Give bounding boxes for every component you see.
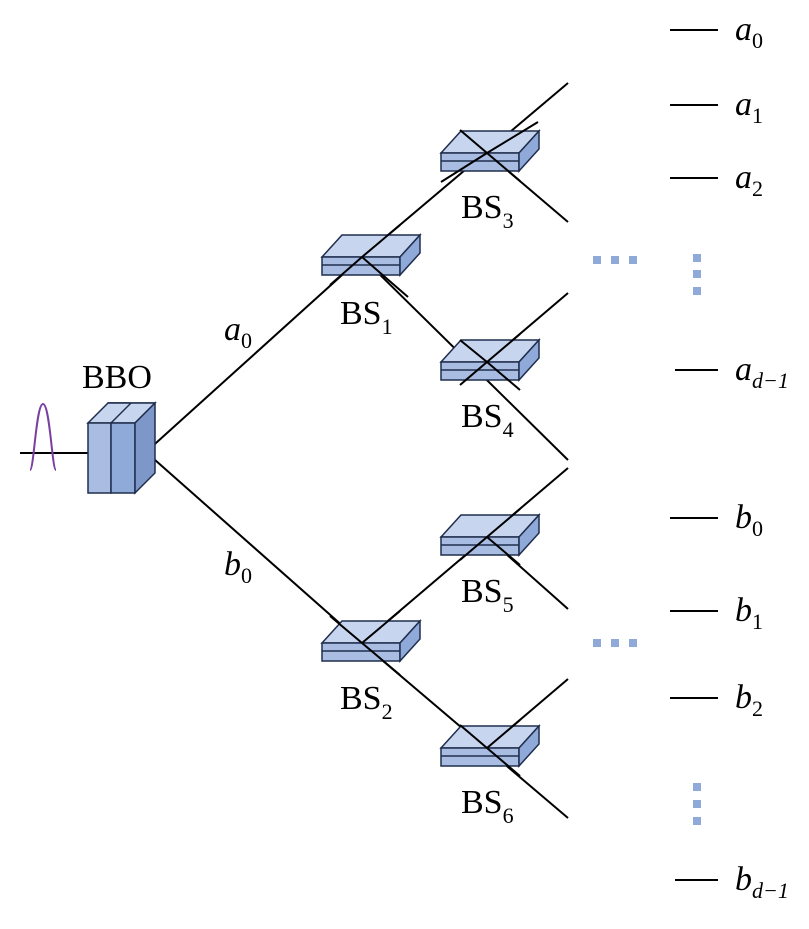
- beam-overlay-bs1-c: [361, 224, 401, 258]
- beam-overlay-bs2-b: [361, 610, 401, 644]
- bbo-crystal: [86, 401, 157, 495]
- output-label-b2: b2: [735, 679, 763, 721]
- pump-pulse-icon: [29, 402, 57, 471]
- beam-overlay-bs6-c: [486, 747, 521, 777]
- beam-overlay-bs4-b: [459, 339, 488, 363]
- beam-overlay-bs4-a: [459, 361, 488, 386]
- beam-overlay-bs5-c: [486, 536, 521, 566]
- beam-overlay-bs4-c: [486, 361, 521, 391]
- beam-overlay-bs1-a: [329, 256, 363, 286]
- output-label-ad1: ad−1: [735, 351, 789, 393]
- beam-overlay-bs2-c: [361, 642, 401, 676]
- output-label-a1: a1: [735, 86, 763, 128]
- vertical-ellipsis-lower: [693, 783, 701, 825]
- output-label-a2: a2: [735, 159, 763, 201]
- output-label-bd1: bd−1: [735, 861, 789, 903]
- beam-splitter-5: [439, 513, 541, 557]
- bs-label-4: BS4: [461, 398, 514, 442]
- bs-label-1: BS1: [340, 295, 393, 339]
- beam-overlay-bs3-in: [440, 152, 488, 183]
- beam-overlay-bs6-b: [486, 719, 521, 749]
- bs-label-2: BS2: [340, 680, 393, 724]
- beam-overlay-bs3-e: [486, 152, 521, 182]
- horizontal-ellipsis-lower: [593, 639, 637, 647]
- bs-label-5: BS5: [461, 573, 514, 617]
- beam-splitter-6: [439, 724, 541, 768]
- beam-splitter-1: [320, 233, 422, 277]
- beam-splitter-4: [439, 338, 541, 382]
- bs-label-3: BS3: [461, 189, 514, 233]
- beam-b0: [145, 451, 363, 644]
- beam-splitter-2: [320, 619, 422, 663]
- vertical-ellipsis-upper: [693, 254, 701, 295]
- horizontal-ellipsis-upper: [593, 256, 637, 264]
- output-label-b0: b0: [735, 499, 763, 541]
- beam-overlay-bs1-b: [361, 256, 409, 298]
- output-label-a0: a0: [735, 11, 763, 53]
- beam-overlay-bs3-d: [459, 129, 488, 154]
- beam-label-a0: a0: [224, 311, 252, 353]
- beam-overlay-bs5-b: [486, 508, 521, 538]
- beam-overlay-bs5-a: [459, 536, 488, 561]
- output-label-b1: b1: [735, 592, 763, 634]
- beam-overlay-bs4-d: [486, 333, 521, 363]
- beam-overlay-bs2-a: [329, 615, 363, 644]
- beam-a0: [145, 256, 363, 453]
- beam-label-b0: b0: [224, 546, 252, 588]
- bs-label-6: BS6: [461, 784, 514, 828]
- bbo-label: BBO: [82, 359, 152, 396]
- beam-overlay-bs3-out: [486, 121, 539, 154]
- beam-overlay-bs6-a: [459, 724, 488, 749]
